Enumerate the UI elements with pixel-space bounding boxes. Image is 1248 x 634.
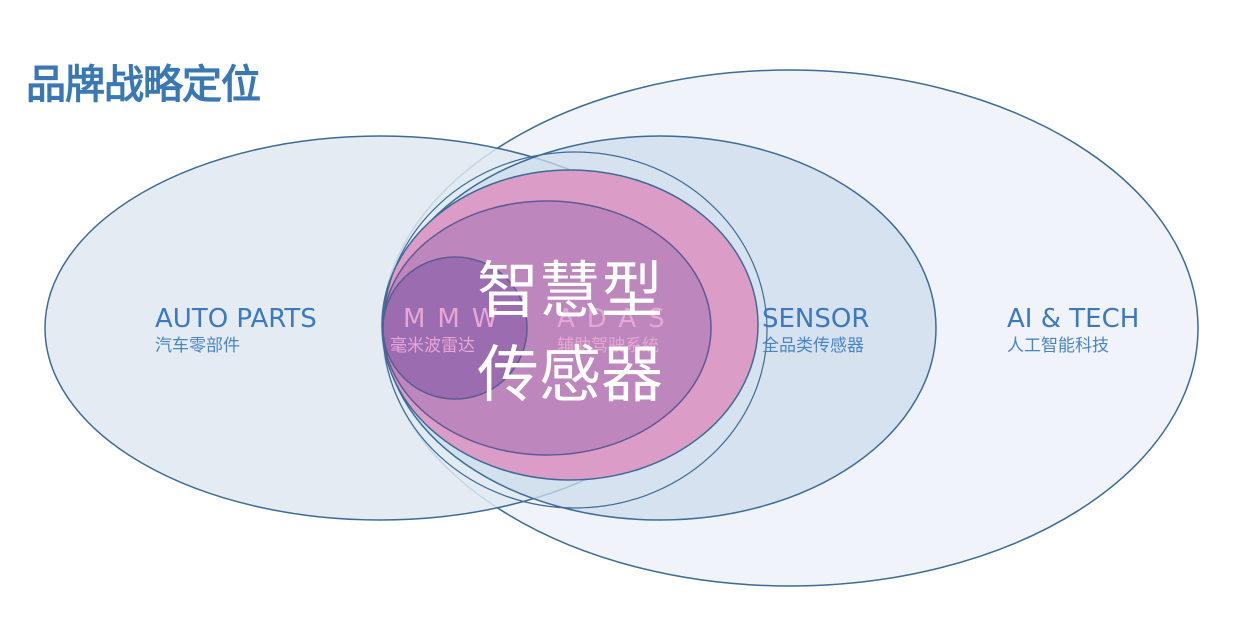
adas-sublabel: 辅助驾驶系统: [557, 336, 659, 356]
sensor-label: SENSOR: [762, 304, 869, 334]
center-title-line2: 传感器: [477, 338, 663, 411]
adas-label: ADAS: [557, 304, 677, 334]
sensor-sublabel: 全品类传感器: [762, 336, 864, 356]
overlap-outline: [382, 151, 768, 509]
ai-tech-label: AI & TECH: [1007, 304, 1139, 334]
auto-parts-label: AUTO PARTS: [155, 304, 317, 334]
ai-tech-sublabel: 人工智能科技: [1007, 336, 1109, 356]
mmw-label: MMW: [403, 304, 510, 334]
auto-parts-sublabel: 汽车零部件: [155, 336, 240, 356]
mmw-sublabel: 毫米波雷达: [390, 336, 475, 356]
center-title-line1: 智慧型: [477, 254, 663, 327]
page-title: 品牌战略定位: [26, 62, 261, 108]
